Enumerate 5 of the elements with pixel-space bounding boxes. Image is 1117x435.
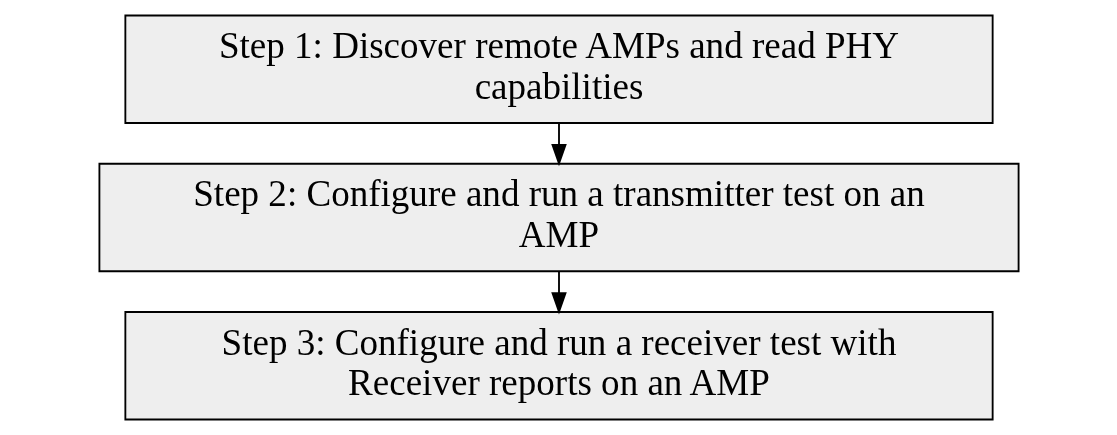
- arrow: [550, 122, 567, 167]
- node-box: Step 1: Discover remote AMPs and read PHY capabilities: [123, 14, 994, 124]
- node-box: Step 2: Configure and run a transmitter test on an AMP: [98, 162, 1019, 273]
- arrow: [550, 270, 567, 315]
- node-box: Step 3: Configure and run a receiver test with Receiver reports on an AMP: [123, 311, 994, 421]
